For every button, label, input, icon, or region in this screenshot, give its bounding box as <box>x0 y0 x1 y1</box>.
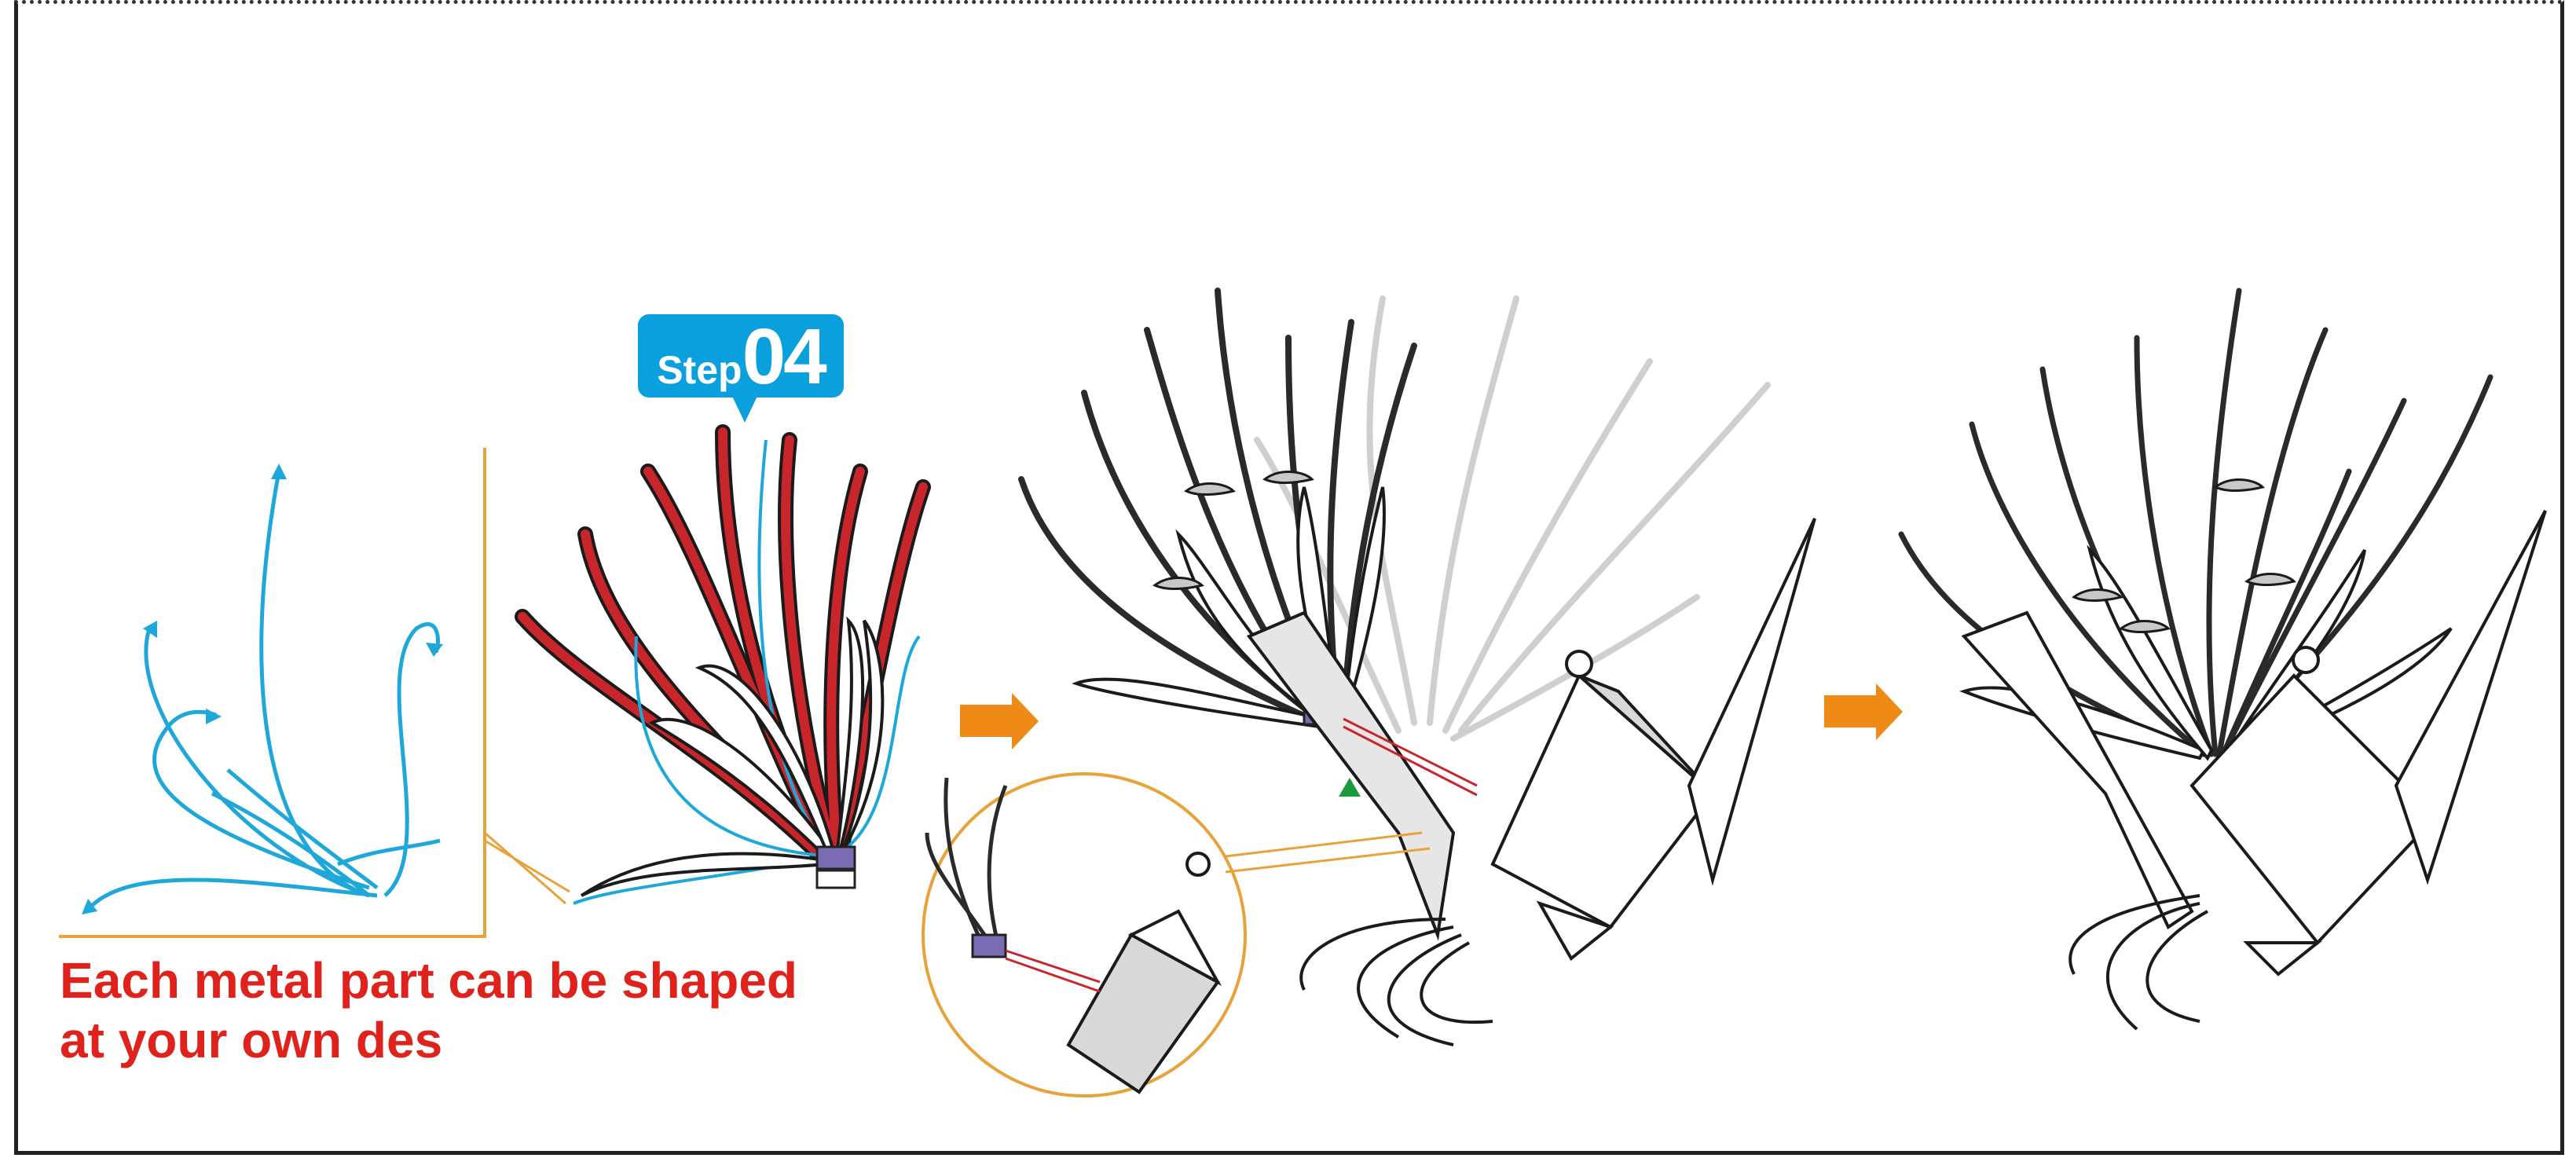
caption: Each metal part can be shaped at your ow… <box>60 951 797 1070</box>
caption-line-1: Each metal part can be shaped <box>60 951 797 1010</box>
caption-line-2: at your own des <box>60 1010 797 1070</box>
step-badge-tail <box>731 393 759 423</box>
step-number: 04 <box>742 317 825 396</box>
right-arrow-icon <box>960 693 1039 749</box>
right-arrow-icon-2 <box>1824 683 1903 740</box>
magnifier-callout <box>923 774 1430 1096</box>
step-word: Step <box>657 347 742 393</box>
legs-panel3 <box>1301 919 1493 1045</box>
shaping-curves-panel <box>86 471 440 911</box>
stem-base-panel2 <box>817 847 855 888</box>
final-stems <box>1901 291 2490 754</box>
orange-pointer <box>485 833 570 903</box>
final-petals <box>2074 480 2294 632</box>
